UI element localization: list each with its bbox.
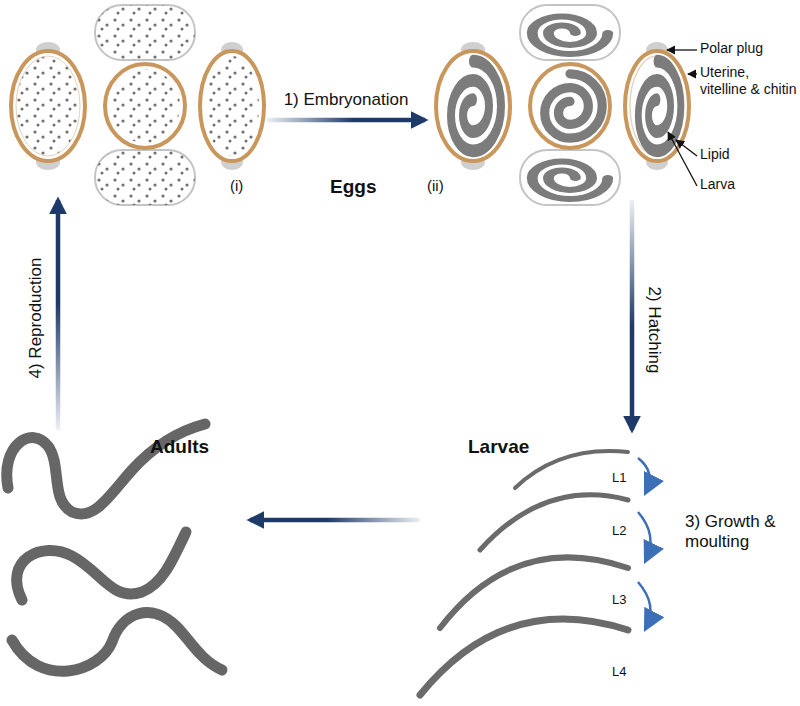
larva-l3 xyxy=(440,557,628,628)
coiled-larva xyxy=(532,162,608,200)
egg-capsule xyxy=(520,5,620,60)
callout-leaders xyxy=(667,50,697,186)
egg-contents xyxy=(110,69,180,143)
stage-label: Adults xyxy=(150,436,209,458)
cycle-arrow xyxy=(250,518,420,523)
stage-group: Adults xyxy=(0,430,250,685)
adult-worm xyxy=(17,532,186,600)
egg-shell xyxy=(200,51,264,161)
moult-arrows xyxy=(638,458,651,628)
egg-contents xyxy=(95,5,195,60)
egg-capsule xyxy=(520,150,620,205)
egg-shell xyxy=(105,64,185,148)
larva-l4 xyxy=(420,619,628,695)
moult-arrow xyxy=(638,512,651,560)
coiled-larva xyxy=(545,74,603,138)
cycle-arrow xyxy=(630,200,635,430)
annotation-label: L4 xyxy=(612,664,642,680)
leader-line xyxy=(667,49,697,50)
step-label: 1) Embryonation xyxy=(284,90,409,110)
egg-contents xyxy=(16,56,80,156)
adult-worm xyxy=(12,613,222,672)
coiled-larva xyxy=(532,17,608,55)
annotation-label: Uterine, vitelline & chitin xyxy=(700,64,798,98)
moult-arrow xyxy=(638,582,651,628)
adult-worms xyxy=(7,424,222,671)
stage-label: (ii) xyxy=(427,177,444,194)
larvae xyxy=(420,451,628,695)
step-label: 2) Hatching xyxy=(644,287,664,374)
egg-contents xyxy=(95,150,195,205)
annotation-label: Lipid xyxy=(700,146,798,163)
stage-group: (i) xyxy=(5,5,267,200)
stage-label: (i) xyxy=(230,177,243,194)
annotation-label: 3) Growth & moulting xyxy=(685,512,780,553)
egg-shell xyxy=(436,51,510,161)
cycle-arrow xyxy=(56,200,61,430)
larva-l2 xyxy=(480,495,628,550)
stage-label: Larvae xyxy=(468,436,529,458)
step-label: 4) Reproduction xyxy=(26,258,46,379)
coiled-larva xyxy=(451,61,501,151)
annotation-label: L1 xyxy=(612,470,642,486)
embryonated-eggs xyxy=(436,5,689,205)
leader-line xyxy=(688,73,697,74)
annotation-label: L2 xyxy=(612,523,642,539)
egg-shell xyxy=(530,64,610,148)
lipid-layer xyxy=(630,56,684,156)
coiled-larva xyxy=(638,61,681,151)
annotation-label: Eggs xyxy=(330,176,410,199)
egg-contents xyxy=(205,56,259,156)
stage-group: (ii) xyxy=(425,5,695,200)
annotation-label: Polar plug xyxy=(700,40,798,57)
larva-l1 xyxy=(515,451,628,488)
stage-group: Larvae xyxy=(420,430,675,700)
annotation-label: Larva xyxy=(700,176,798,193)
moult-arrow xyxy=(638,458,650,492)
cycle-arrow xyxy=(267,118,425,123)
leader-line xyxy=(668,132,697,186)
annotation-label: L3 xyxy=(612,592,642,608)
egg-capsule xyxy=(95,150,195,205)
unembryonated-eggs xyxy=(11,5,264,205)
egg-capsule xyxy=(95,5,195,60)
egg-shell xyxy=(625,51,689,161)
egg-shell xyxy=(11,51,85,161)
